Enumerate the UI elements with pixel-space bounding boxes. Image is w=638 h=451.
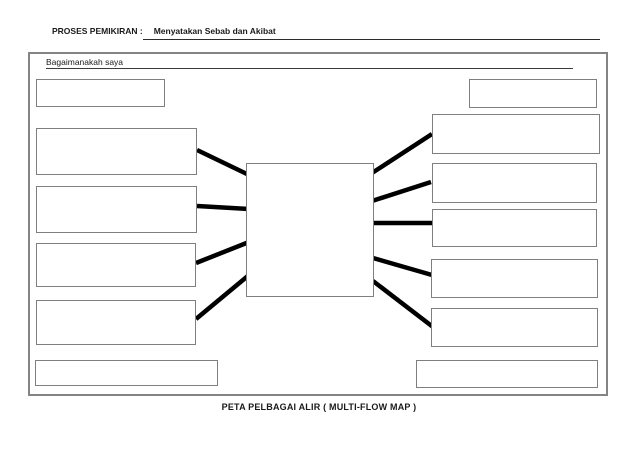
- question-prompt-line: Bagaimanakah saya: [46, 57, 573, 69]
- map-title-caption: PETA PELBAGAI ALIR ( MULTI-FLOW MAP ): [221, 402, 417, 412]
- effect-box-1: [432, 114, 600, 154]
- note-box-top-left: [36, 79, 165, 107]
- note-box-bottom-right: [416, 360, 598, 388]
- effect-box-2: [432, 163, 597, 203]
- cause-box-4: [36, 300, 196, 345]
- effect-box-5: [431, 308, 598, 347]
- cause-box-1: [36, 128, 197, 175]
- effect-box-3: [432, 209, 597, 247]
- thinking-process-label: PROSES PEMIKIRAN :: [52, 26, 143, 36]
- thinking-process-title-line: PROSES PEMIKIRAN : Menyatakan Sebab dan …: [52, 25, 600, 40]
- thinking-process-value-blank: Menyatakan Sebab dan Akibat: [142, 25, 600, 40]
- cause-box-3: [36, 243, 196, 287]
- note-box-top-right: [469, 79, 597, 108]
- effect-box-4: [431, 259, 598, 298]
- event-center-box: [246, 163, 374, 297]
- cause-box-2: [36, 186, 197, 233]
- note-box-bottom-left: [35, 360, 218, 386]
